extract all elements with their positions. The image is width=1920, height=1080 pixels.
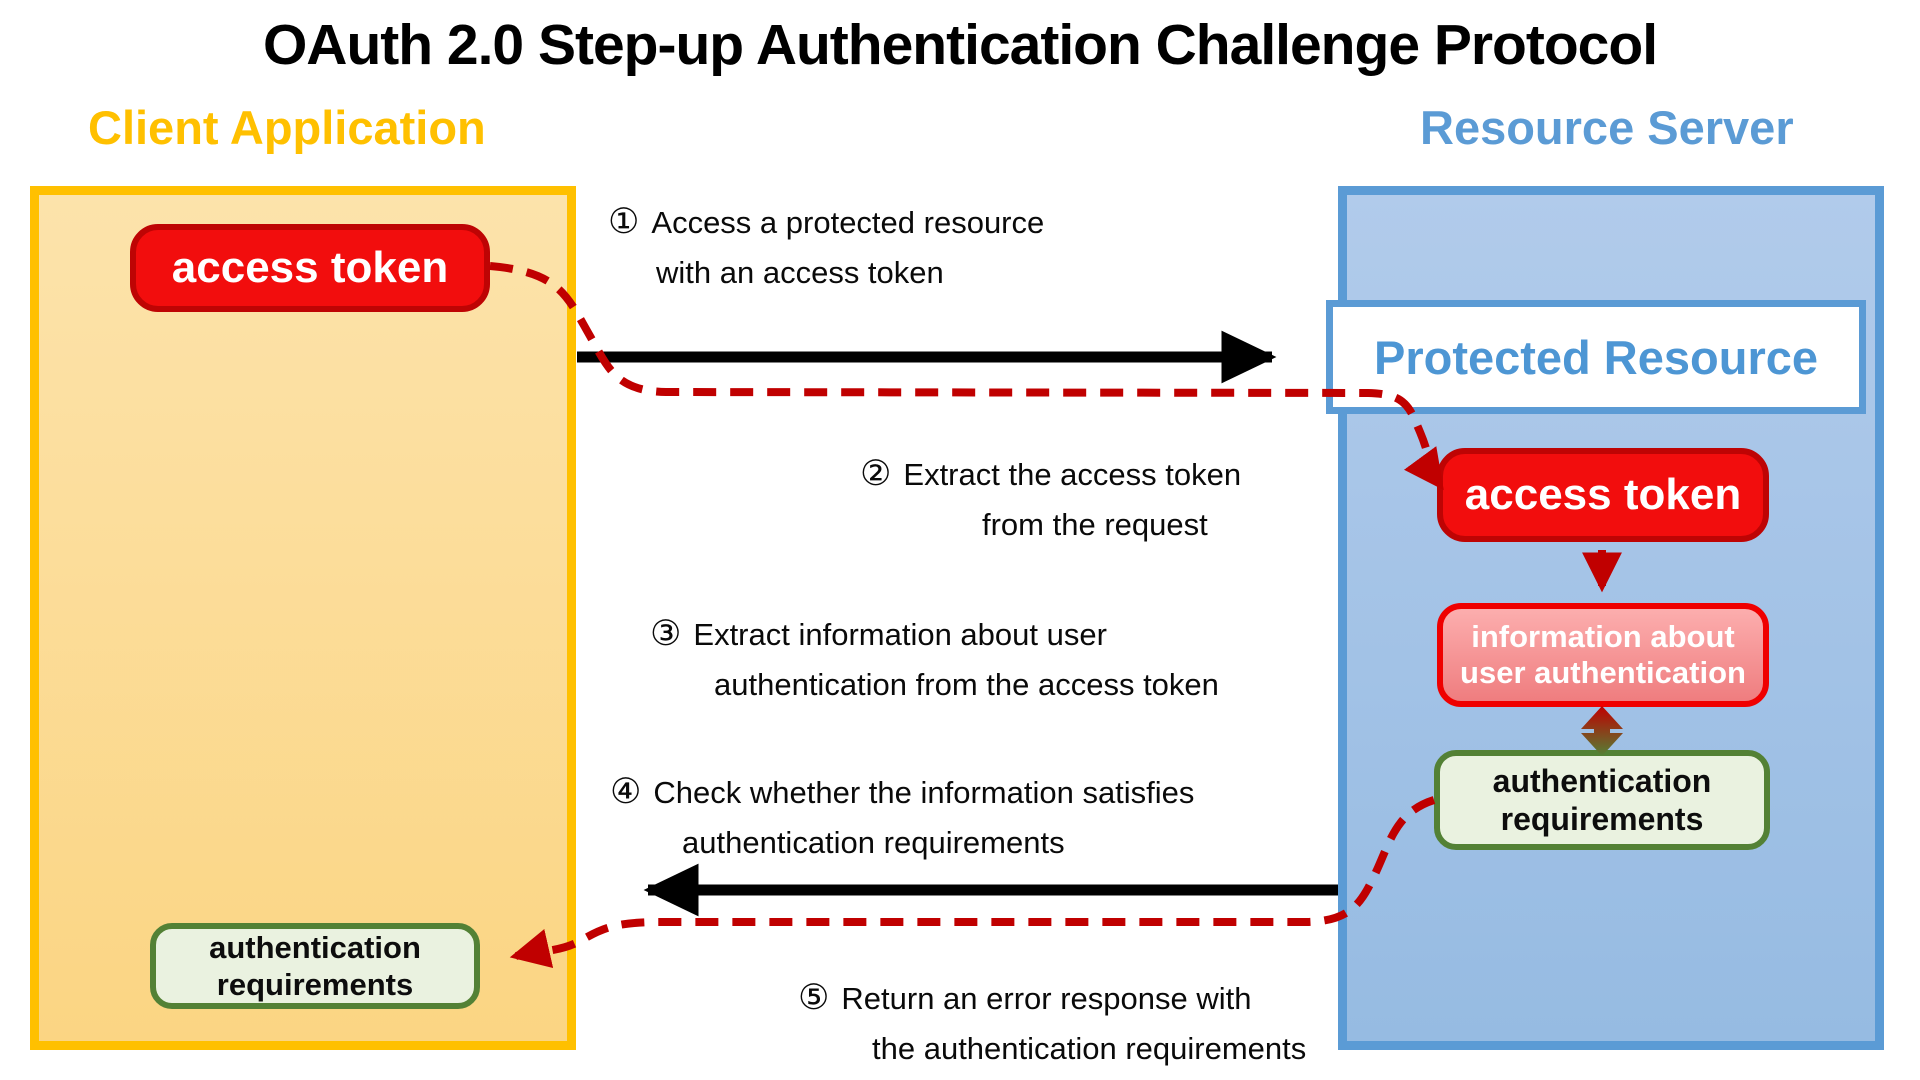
- server-access-token-badge: access token: [1437, 448, 1769, 542]
- step-4-number: ④: [610, 772, 642, 811]
- step-2-line1: Extract the access token: [903, 457, 1242, 492]
- client-auth-requirements-box: authentication requirements: [150, 923, 480, 1009]
- client-access-token-label: access token: [171, 243, 449, 292]
- user-auth-info-box: information about user authentication: [1437, 603, 1769, 707]
- step-2-text: ② Extract the access token from the reque…: [860, 446, 1241, 550]
- page-title: OAuth 2.0 Step-up Authentication Challen…: [262, 13, 1658, 77]
- step-5-text: ⑤ Return an error response with the authe…: [798, 970, 1306, 1074]
- step-1-number: ①: [608, 202, 640, 241]
- server-access-token-label: access token: [1464, 470, 1742, 519]
- step-4-line2: authentication requirements: [682, 825, 1065, 861]
- step-3-line2: authentication from the access token: [714, 667, 1219, 703]
- step-5-line1: Return an error response with: [841, 981, 1252, 1016]
- server-auth-requirements-box: authentication requirements: [1434, 750, 1770, 850]
- client-application-box: [30, 186, 576, 1050]
- client-auth-requirements-label: authentication requirements: [209, 929, 421, 1002]
- step-5-line2: the authentication requirements: [872, 1031, 1307, 1067]
- protected-resource-label: Protected Resource: [1373, 330, 1819, 384]
- user-auth-info-label: information about user authentication: [1460, 619, 1746, 690]
- step-3-line1: Extract information about user: [693, 617, 1107, 652]
- step-5-number: ⑤: [798, 978, 830, 1017]
- step-2-number: ②: [860, 454, 892, 493]
- client-access-token-badge: access token: [130, 224, 490, 312]
- step-2-line2: from the request: [982, 507, 1208, 543]
- client-zone-label: Client Application: [88, 101, 486, 154]
- server-zone-label: Resource Server: [1420, 101, 1794, 154]
- server-auth-requirements-label: authentication requirements: [1492, 762, 1712, 837]
- step-3-text: ③ Extract information about user authenti…: [650, 606, 1219, 710]
- step-1-line1: Access a protected resource: [651, 205, 1045, 240]
- step-1-line2: with an access token: [656, 255, 944, 291]
- step-4-line1: Check whether the information satisfies: [653, 775, 1195, 810]
- protected-resource-box: Protected Resource: [1326, 300, 1866, 414]
- step-4-text: ④ Check whether the information satisfies…: [610, 764, 1194, 868]
- step-1-text: ① Access a protected resource with an acc…: [608, 194, 1044, 298]
- step-3-number: ③: [650, 614, 682, 653]
